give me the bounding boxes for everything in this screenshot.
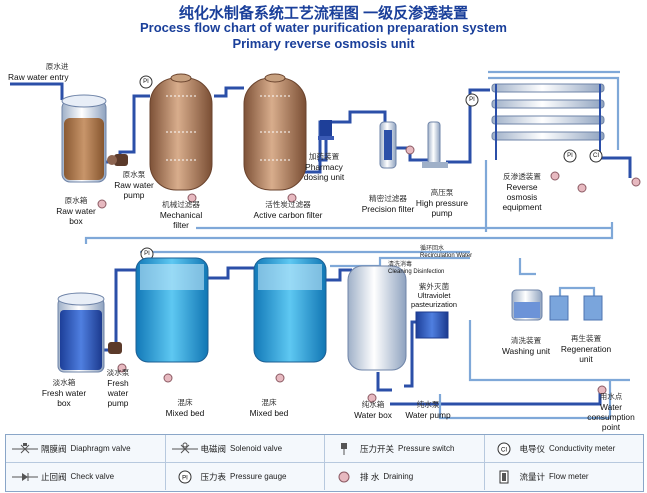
flow-meter-icon <box>499 470 508 483</box>
label-water-box: 纯水箱 Water box <box>354 400 392 420</box>
raw-water-box <box>61 94 107 183</box>
label-mixed-bed-2: 混床 Mixed bed <box>249 398 289 418</box>
pure-water-box <box>347 265 407 371</box>
label-raw-water-box: 原水箱 Raw water box <box>56 196 96 226</box>
mixed-bed-2 <box>253 257 327 363</box>
label-recirculation-water: 循环回水 Recirculation Water <box>420 246 473 259</box>
gauge-symbol: PI <box>143 79 149 85</box>
pressure-gauge-icon: PI <box>178 470 191 483</box>
regeneration-unit <box>549 295 603 321</box>
gauge-symbol: PI <box>469 97 475 103</box>
mechanical-filter <box>149 73 213 191</box>
label-mechanical-filter: 机械过滤器 Mechanical filter <box>159 200 203 230</box>
label-ro-equipment: 反渗透装置 Reverse osmosis equipment <box>502 172 542 212</box>
check-valve-icon <box>12 472 38 481</box>
gauge-symbol: PI <box>182 475 188 481</box>
label-raw-water-entry: 原水进 Raw water entry <box>8 62 69 82</box>
pressure-gauge-icon <box>139 75 577 261</box>
label-water-pump: 纯水泵 Water pump <box>405 400 451 420</box>
label-active-carbon-filter: 活性炭过滤器 Active carbon filter <box>253 200 323 220</box>
diaphragm-valve-icon <box>12 442 38 453</box>
label-raw-water-pump: 原水泵 Raw water pump <box>114 170 154 200</box>
precision-filter <box>379 121 397 169</box>
label-washing-unit: 清洗装置 Washing unit <box>501 336 551 356</box>
washing-unit <box>511 289 543 321</box>
pressure-switch-icon <box>341 442 347 455</box>
label-pharmacy-dosing: 加药装置 Pharmacy dosing unit <box>303 152 345 182</box>
label-high-pressure-pump: 高压泵 High pressure pump <box>415 188 469 218</box>
ro-equipment <box>491 83 605 160</box>
conductivity-symbol: CI <box>501 447 507 453</box>
conductivity-meter-icon <box>589 149 603 163</box>
label-cleaning-disinfection: 清洗消毒 Cleaning Disinfection <box>388 262 445 275</box>
secondary-pipes <box>84 70 630 420</box>
label-mixed-bed-1: 混床 Mixed bed <box>165 398 205 418</box>
label-regeneration-unit: 再生装置 Regeneration unit <box>560 334 612 364</box>
drain-icon <box>338 471 350 482</box>
gauge-symbol: PI <box>144 251 150 257</box>
drain-icon <box>97 145 641 403</box>
gauge-symbol: PI <box>567 153 573 159</box>
uv-sterilizer <box>415 311 449 339</box>
active-carbon-filter <box>243 73 307 191</box>
title-chinese: 纯化水制备系统工艺流程图 一级反渗透装置 <box>178 5 469 22</box>
label-precision-filter: 精密过滤器 Precision filter <box>361 194 415 214</box>
solenoid-valve-icon <box>171 442 198 453</box>
mixed-bed-1 <box>135 257 209 363</box>
fresh-water-pump <box>108 342 122 354</box>
label-fresh-water-pump: 淡水泵 Fresh water pump <box>106 368 130 408</box>
title-english-2: Primary reverse osmosis unit <box>232 36 415 51</box>
label-consumption-point: 用水点 Water consumption point <box>587 392 635 432</box>
main-pipes <box>10 82 632 406</box>
high-pressure-pump <box>422 121 448 168</box>
conductivity-symbol: CI <box>593 153 599 159</box>
title-english-1: Process flow chart of water purification… <box>140 20 507 35</box>
label-uv-pasteurization: 紫外灭菌 Ultraviolet pasteurization <box>410 282 457 309</box>
raw-water-pump <box>107 154 128 166</box>
label-fresh-water-box: 淡水箱 Fresh water box <box>41 378 87 408</box>
conductivity-meter-icon: CI <box>497 442 510 455</box>
fresh-water-box <box>57 292 105 373</box>
pharmacy-dosing-unit <box>318 120 334 140</box>
